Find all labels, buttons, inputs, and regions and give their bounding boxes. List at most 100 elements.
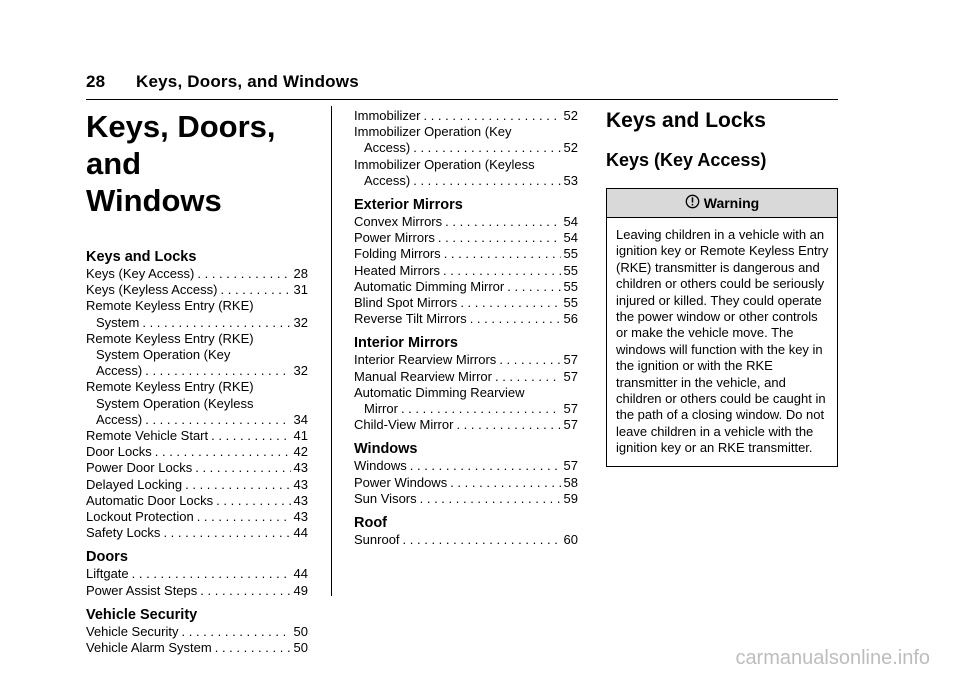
toc-entry[interactable]: Immobilizer52 — [354, 108, 578, 124]
toc-entry[interactable]: Delayed Locking43 — [86, 477, 308, 493]
toc-entry[interactable]: Remote Keyless Entry (RKE)System Operati… — [86, 331, 308, 380]
toc-entry[interactable]: Liftgate44 — [86, 566, 308, 582]
toc-entry-label: Blind Spot Mirrors — [354, 295, 458, 311]
toc-leader-dots — [438, 230, 561, 246]
toc-leader-dots — [145, 363, 290, 379]
toc-leader-dots — [420, 491, 561, 507]
toc-entry-label: System Operation (Key — [96, 347, 231, 363]
toc-entry[interactable]: Keys (Key Access)28 — [86, 266, 308, 282]
toc-entry[interactable]: Folding Mirrors55 — [354, 246, 578, 262]
toc-entry-label: Power Mirrors — [354, 230, 435, 246]
toc-entry-label: Mirror — [364, 401, 398, 417]
toc-entry[interactable]: Blind Spot Mirrors 55 — [354, 295, 578, 311]
toc-section-title: Vehicle Security — [86, 606, 198, 623]
toc-page-number: 50 — [293, 640, 308, 656]
toc-entry[interactable]: Vehicle Alarm System 50 — [86, 640, 308, 656]
toc-entry-label: Power Windows — [354, 474, 448, 490]
toc-page-number: 57 — [563, 401, 578, 417]
toc-leader-dots — [499, 352, 560, 368]
toc-entry-label: Remote Keyless Entry (RKE) — [86, 379, 254, 395]
toc-leader-dots — [211, 428, 290, 444]
toc-page-number: 52 — [563, 108, 578, 123]
toc-entry[interactable]: Remote Keyless Entry (RKE)System Operati… — [86, 379, 308, 428]
toc-entry-label: Vehicle Alarm System — [86, 640, 212, 656]
toc-entry[interactable]: Power Door Locks43 — [86, 460, 308, 476]
toc-page-number: 54 — [563, 230, 578, 246]
toc-page-number: 44 — [293, 525, 308, 541]
toc-leader-dots — [413, 173, 560, 189]
toc-entry[interactable]: Power Assist Steps49 — [86, 583, 308, 599]
toc-entry-label: Access) — [364, 172, 411, 188]
toc-entry[interactable]: Safety Locks44 — [86, 525, 308, 541]
toc-entry-label: Access) — [96, 363, 143, 379]
toc-page-number: 54 — [563, 214, 578, 230]
toc-leader-dots — [413, 140, 560, 156]
toc-entry-label: Immobilizer Operation (Keyless — [354, 156, 535, 172]
toc-entry-label: Heated Mirrors — [354, 262, 440, 278]
toc-entry-label: Reverse Tilt Mirrors — [354, 311, 467, 327]
toc-page-number: 43 — [293, 460, 308, 476]
toc-leader-dots — [195, 460, 290, 476]
toc-page-number: 55 — [563, 246, 578, 262]
toc-page-number: 55 — [563, 295, 578, 311]
toc-entry[interactable]: Windows 57 — [354, 458, 578, 474]
toc-entry-label: Manual Rearview Mirror — [354, 368, 492, 384]
toc-entry[interactable]: Keys (Keyless Access)31 — [86, 282, 308, 298]
toc-page-number: 58 — [563, 474, 578, 490]
toc-entry[interactable]: Power Mirrors 54 — [354, 230, 578, 246]
toc-entry-label: Remote Keyless Entry (RKE) — [86, 330, 254, 346]
toc-leader-dots — [410, 458, 561, 474]
toc-entry[interactable]: Reverse Tilt Mirrors 56 — [354, 311, 578, 327]
toc-page-number: 32 — [293, 363, 308, 379]
toc-entry[interactable]: Lockout Protection43 — [86, 509, 308, 525]
toc-page-number: 43 — [293, 476, 308, 492]
toc-entry[interactable]: Vehicle Security50 — [86, 624, 308, 640]
toc-entry[interactable]: Remote Vehicle Start41 — [86, 428, 308, 444]
toc-page-number: 43 — [293, 509, 308, 525]
toc-entry-label: Remote Vehicle Start — [86, 428, 209, 444]
toc-entry[interactable]: Automatic Dimming Mirror55 — [354, 279, 578, 295]
toc-entry-label: Access) — [96, 411, 143, 427]
toc-entry[interactable]: Automatic Dimming RearviewMirror57 — [354, 385, 578, 417]
toc-page-number: 55 — [563, 278, 578, 294]
toc-leader-dots — [163, 525, 290, 541]
toc-page-number: 52 — [563, 140, 578, 156]
toc-entry[interactable]: Automatic Door Locks43 — [86, 493, 308, 509]
chapter-title: Keys, Doors, and Windows — [86, 108, 308, 219]
toc-page-number: 57 — [563, 458, 578, 474]
toc-section: WindowsWindows57Power Windows58Sun Visor… — [354, 440, 578, 507]
toc-leader-dots — [507, 279, 560, 295]
toc-entry[interactable]: Child-View Mirror57 — [354, 417, 578, 433]
toc-entry-label: Convex Mirrors — [354, 214, 443, 230]
toc-page-number: 56 — [563, 311, 578, 327]
toc-leader-dots — [444, 246, 561, 262]
subsection-title: Keys (Key Access) — [606, 150, 767, 170]
toc-entry[interactable]: Door Locks42 — [86, 444, 308, 460]
toc-page-number: 44 — [293, 566, 308, 582]
toc-entry[interactable]: Manual Rearview Mirror57 — [354, 369, 578, 385]
toc-entry[interactable]: Sun Visors59 — [354, 491, 578, 507]
toc-page-number: 34 — [293, 411, 308, 427]
toc-leader-dots — [401, 401, 561, 417]
running-title: Keys, Doors, and Windows — [136, 72, 359, 91]
toc-entry[interactable]: Remote Keyless Entry (RKE)System32 — [86, 298, 308, 330]
toc-entry-label: Interior Rearview Mirrors — [354, 352, 497, 368]
toc-section: Immobilizer52Immobilizer Operation (KeyA… — [354, 108, 578, 189]
toc-entry[interactable]: Sunroof60 — [354, 532, 578, 548]
toc-entry[interactable]: Interior Rearview Mirrors 57 — [354, 352, 578, 368]
toc-section-title: Roof — [354, 515, 388, 532]
toc-entry[interactable]: Convex Mirrors 54 — [354, 214, 578, 230]
toc-entry[interactable]: Heated Mirrors55 — [354, 263, 578, 279]
toc-entry-label: Windows — [354, 458, 407, 474]
chapter-title-line: Keys, Doors, and — [86, 109, 276, 181]
toc-entry[interactable]: Power Windows 58 — [354, 475, 578, 491]
toc-page-number: 57 — [563, 352, 578, 368]
toc-entry-label: Sun Visors — [354, 490, 417, 506]
header-rule — [86, 99, 838, 100]
toc-entry-label: Access) — [364, 140, 411, 156]
toc-leader-dots — [216, 493, 290, 509]
column-divider — [331, 106, 332, 596]
